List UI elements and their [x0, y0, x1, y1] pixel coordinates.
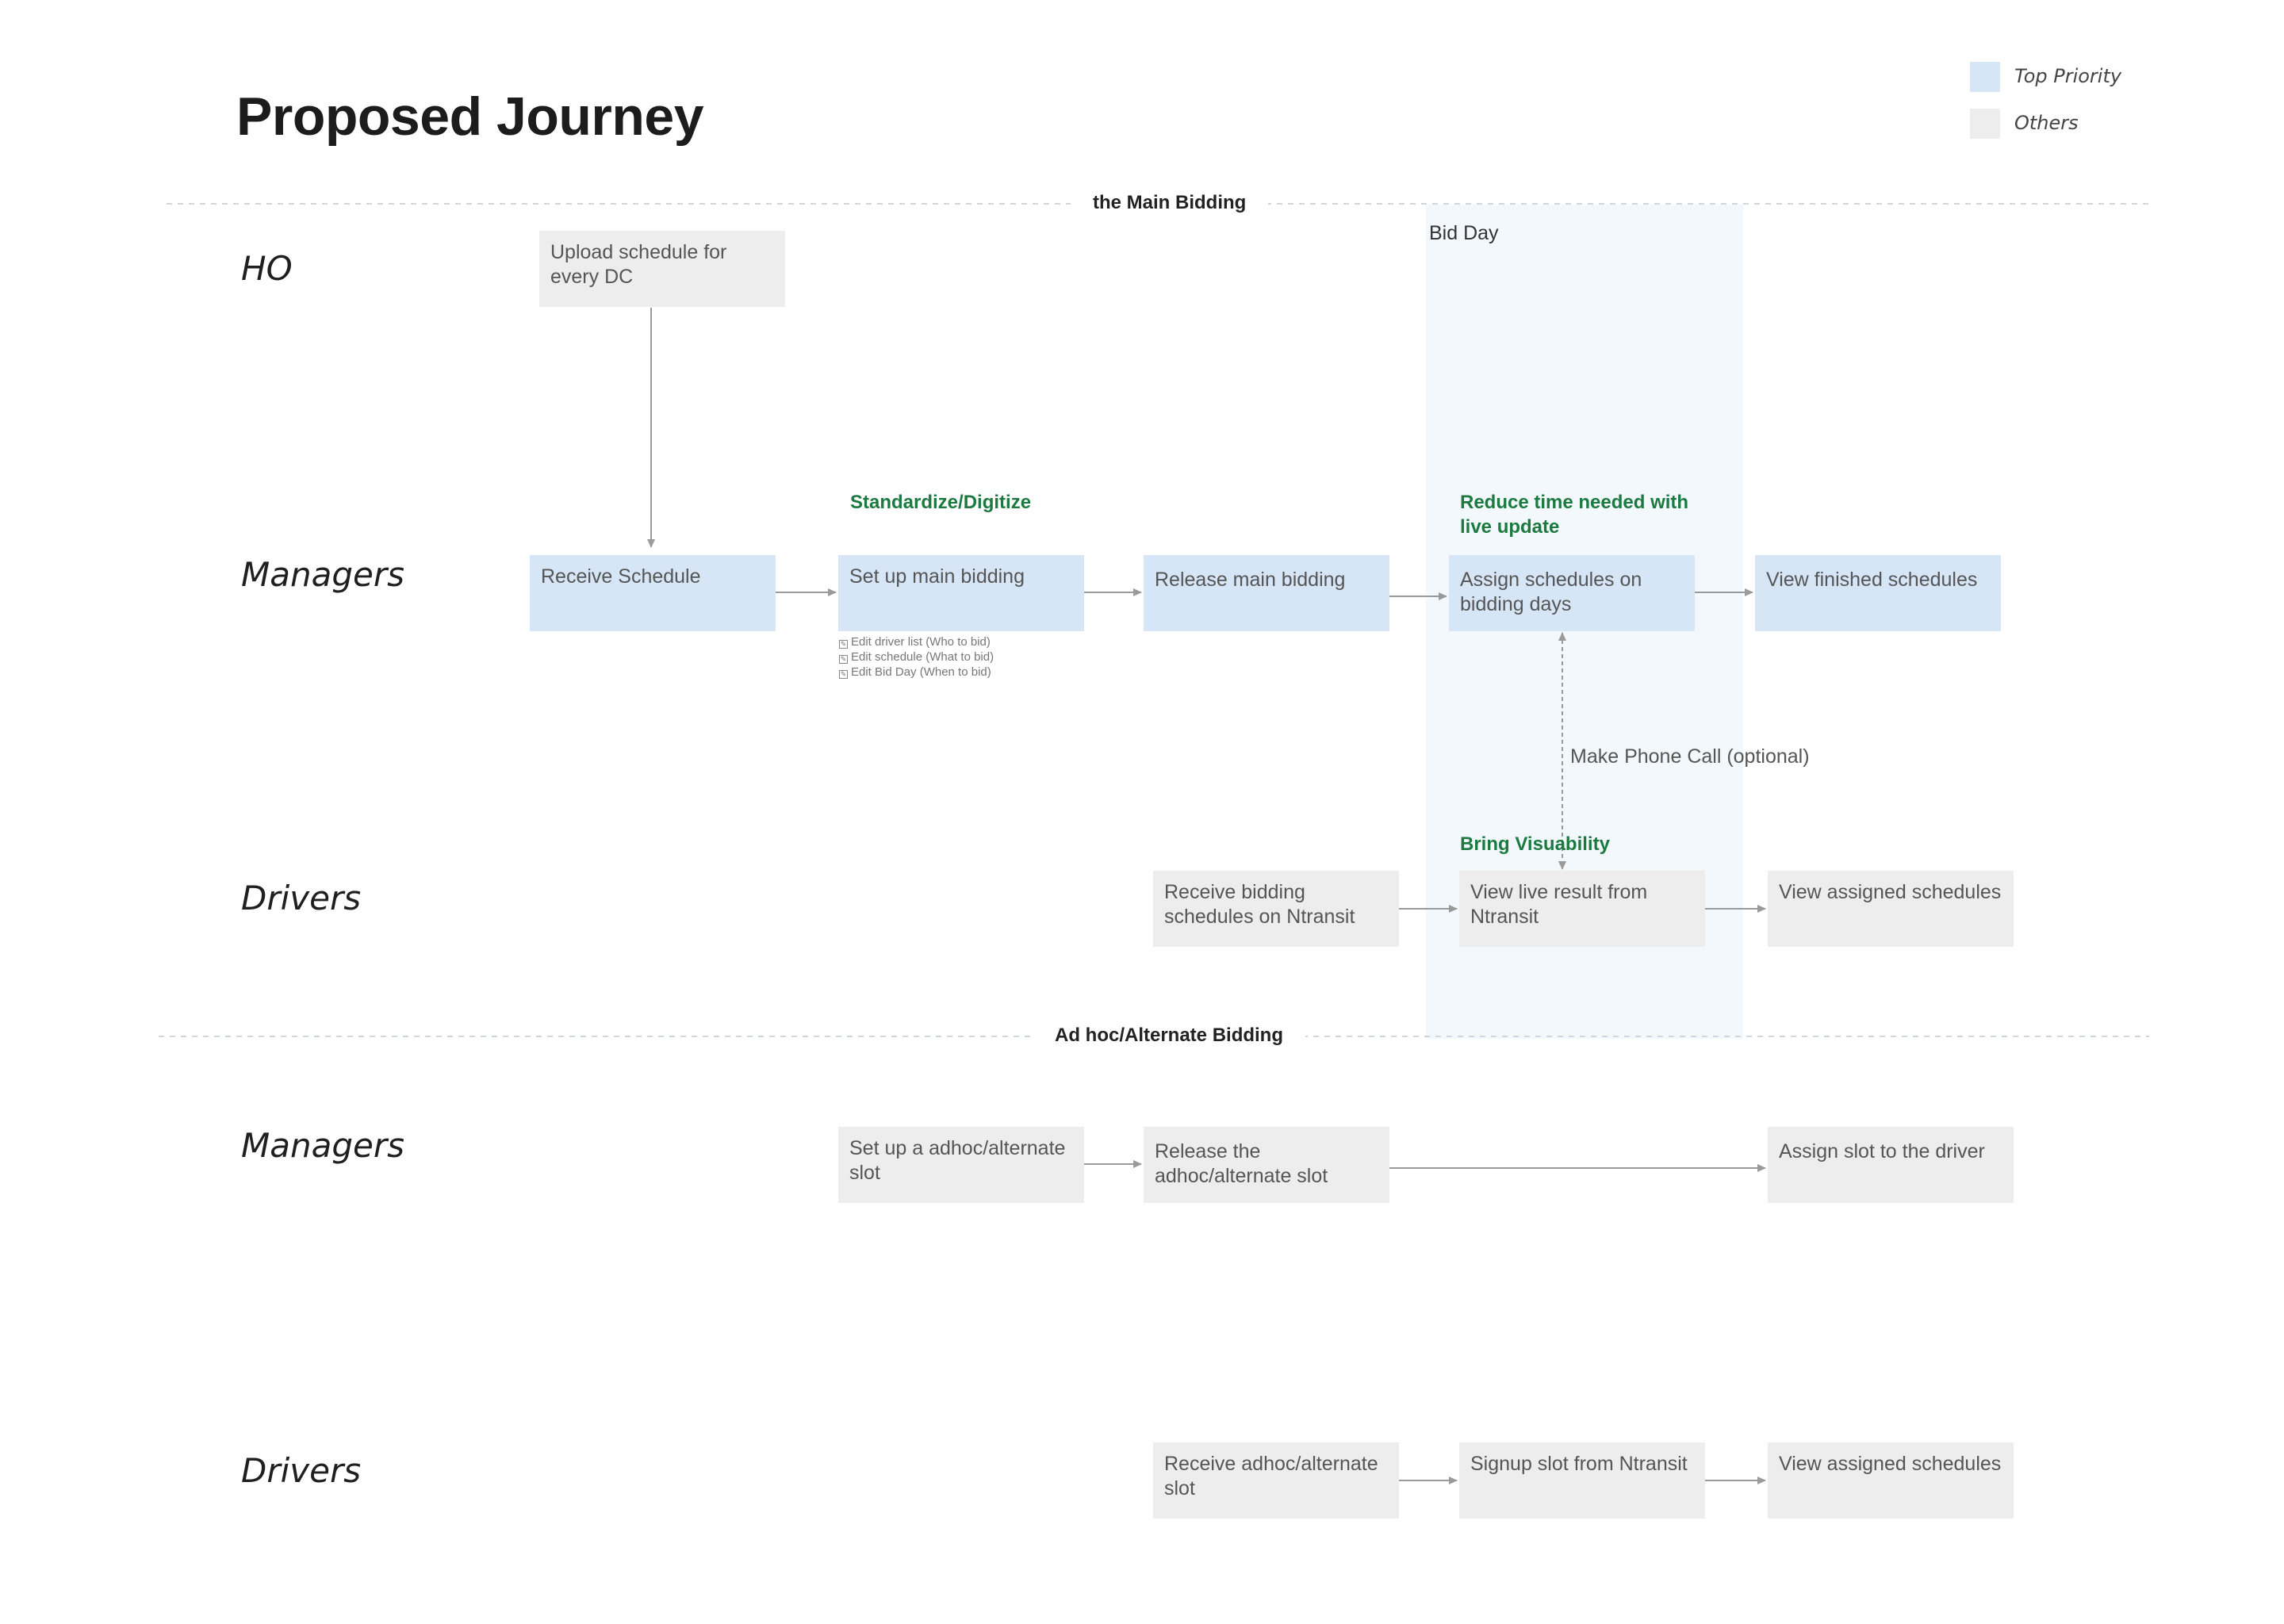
note-visibility: Bring Visuability	[1460, 833, 1610, 855]
setup-subitem: ✎Edit schedule (What to bid)	[839, 650, 994, 664]
step-view-assigned-schedules-adhoc: View assigned schedules	[1768, 1442, 2014, 1519]
setup-subitem-list: ✎Edit driver list (Who to bid) ✎Edit sch…	[839, 634, 994, 680]
lane-label-drivers-adhoc: Drivers	[241, 1451, 362, 1490]
checkbox-icon: ✎	[839, 640, 848, 649]
setup-subitem: ✎Edit driver list (Who to bid)	[839, 635, 991, 649]
legend-swatch-top-priority	[1970, 62, 2000, 92]
step-setup-main-bidding: Set up main bidding	[838, 555, 1084, 631]
checkbox-icon: ✎	[839, 655, 848, 664]
setup-subitem: ✎Edit Bid Day (When to bid)	[839, 665, 991, 679]
step-assign-schedules: Assign schedules on bidding days	[1449, 555, 1695, 631]
step-view-live-result: View live result from Ntransit	[1459, 871, 1705, 947]
step-view-assigned-schedules-main: View assigned schedules	[1768, 871, 2014, 947]
lane-label-managers-main: Managers	[241, 555, 404, 594]
note-standardize: Standardize/Digitize	[850, 492, 1032, 513]
lane-label-ho: HO	[241, 249, 293, 288]
checkbox-icon: ✎	[839, 670, 848, 679]
phone-call-label: Make Phone Call (optional)	[1570, 745, 1810, 768]
step-upload-schedule: Upload schedule for every DC	[539, 231, 785, 307]
lane-label-managers-adhoc: Managers	[241, 1126, 404, 1165]
lane-label-drivers-main: Drivers	[241, 879, 362, 917]
step-signup-slot: Signup slot from Ntransit	[1459, 1442, 1705, 1519]
step-receive-bidding-schedules: Receive bidding schedules on Ntransit	[1153, 871, 1399, 947]
legend-label-others: Others	[2014, 112, 2079, 134]
section-label-main: the Main Bidding	[1071, 192, 1269, 214]
step-release-main-bidding: Release main bidding	[1144, 555, 1389, 631]
step-assign-slot-to-driver: Assign slot to the driver	[1768, 1127, 2014, 1203]
bid-day-label: Bid Day	[1429, 222, 1499, 244]
legend-label-top-priority: Top Priority	[2014, 65, 2122, 87]
section-label-adhoc: Ad hoc/Alternate Bidding	[1033, 1025, 1305, 1047]
step-view-finished-schedules: View finished schedules	[1755, 555, 2001, 631]
page-title: Proposed Journey	[236, 86, 704, 147]
step-release-adhoc-slot: Release the adhoc/alternate slot	[1144, 1127, 1389, 1203]
step-receive-schedule: Receive Schedule	[530, 555, 776, 631]
step-setup-adhoc-slot: Set up a adhoc/alternate slot	[838, 1127, 1084, 1203]
note-reduce-time: Reduce time needed with live update	[1460, 492, 1689, 538]
legend-swatch-others	[1970, 109, 2000, 139]
step-receive-adhoc-slot: Receive adhoc/alternate slot	[1153, 1442, 1399, 1519]
